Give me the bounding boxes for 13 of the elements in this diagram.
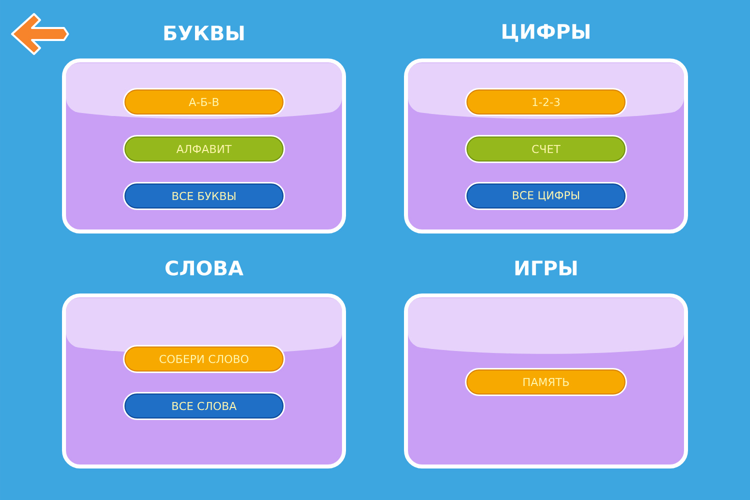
section-heading: СЛОВА <box>166 260 244 276</box>
section-heading: ИГРЫ <box>515 260 577 276</box>
section-heading: БУКВЫ <box>164 26 244 40</box>
menu-button: СЧЕТ <box>465 135 627 163</box>
menu-button: А-Б-В <box>123 88 285 116</box>
menu-button: 1-2-3 <box>465 88 627 116</box>
section-heading: ЦИФРЫ <box>502 24 590 42</box>
menu-button: СОБЕРИ СЛОВО <box>123 345 285 373</box>
menu-button: ВСЕ ЦИФРЫ <box>465 182 627 210</box>
menu-button: АЛФАВИТ <box>123 135 285 163</box>
menu-button: ВСЕ БУКВЫ <box>123 182 285 210</box>
menu-button: ВСЕ СЛОВА <box>123 392 285 420</box>
menu-button: ПАМЯТЬ <box>465 368 627 396</box>
